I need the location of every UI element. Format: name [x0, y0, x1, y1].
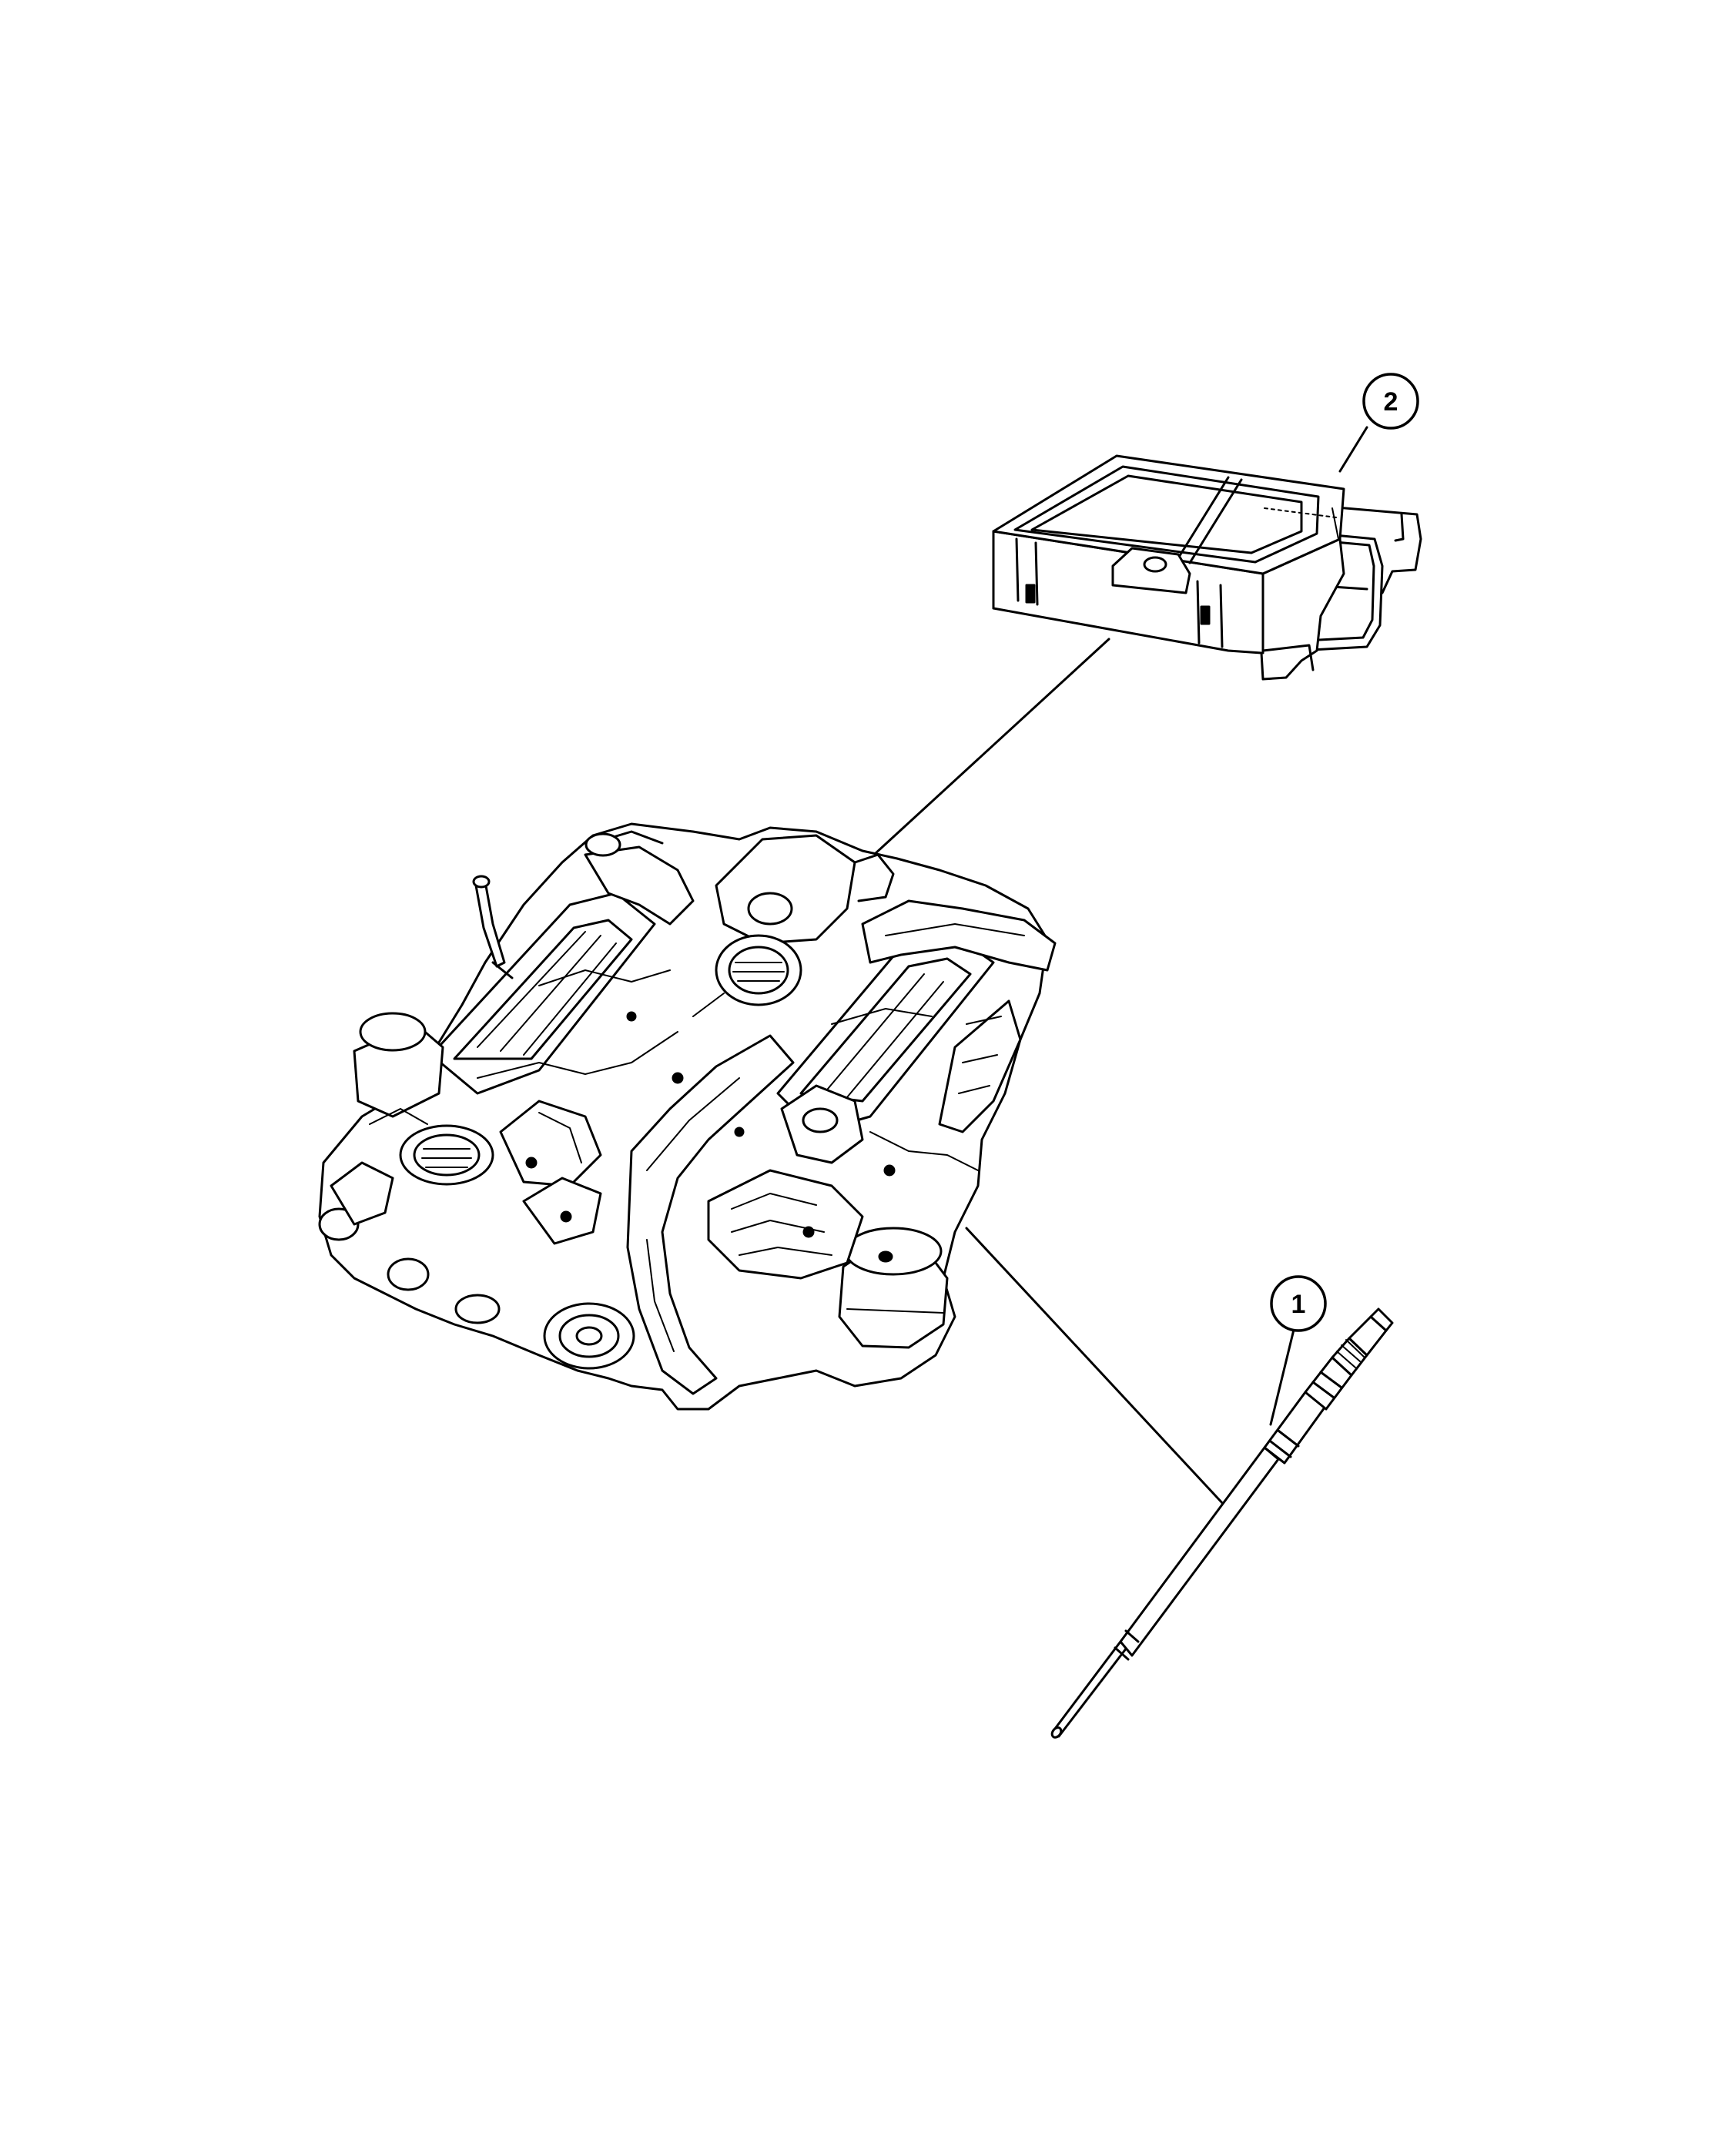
leader-callout-2	[1338, 426, 1368, 473]
diesel-v6-engine-icon	[318, 822, 1057, 1411]
callout-1[interactable]: 1	[1270, 1275, 1327, 1332]
callout-1-circle	[1270, 1275, 1327, 1332]
callout-2[interactable]: 2	[1362, 373, 1419, 430]
leader-engine-to-glow-plug	[965, 1227, 1226, 1507]
leader-callout-1	[1269, 1328, 1295, 1426]
callout-2-label: 2	[1384, 387, 1398, 417]
glow-plug-control-module-icon[interactable]	[992, 454, 1422, 681]
callout-1-label: 1	[1291, 1290, 1306, 1319]
glow-plug-icon[interactable]	[1050, 1307, 1394, 1739]
callout-2-circle	[1362, 373, 1419, 430]
